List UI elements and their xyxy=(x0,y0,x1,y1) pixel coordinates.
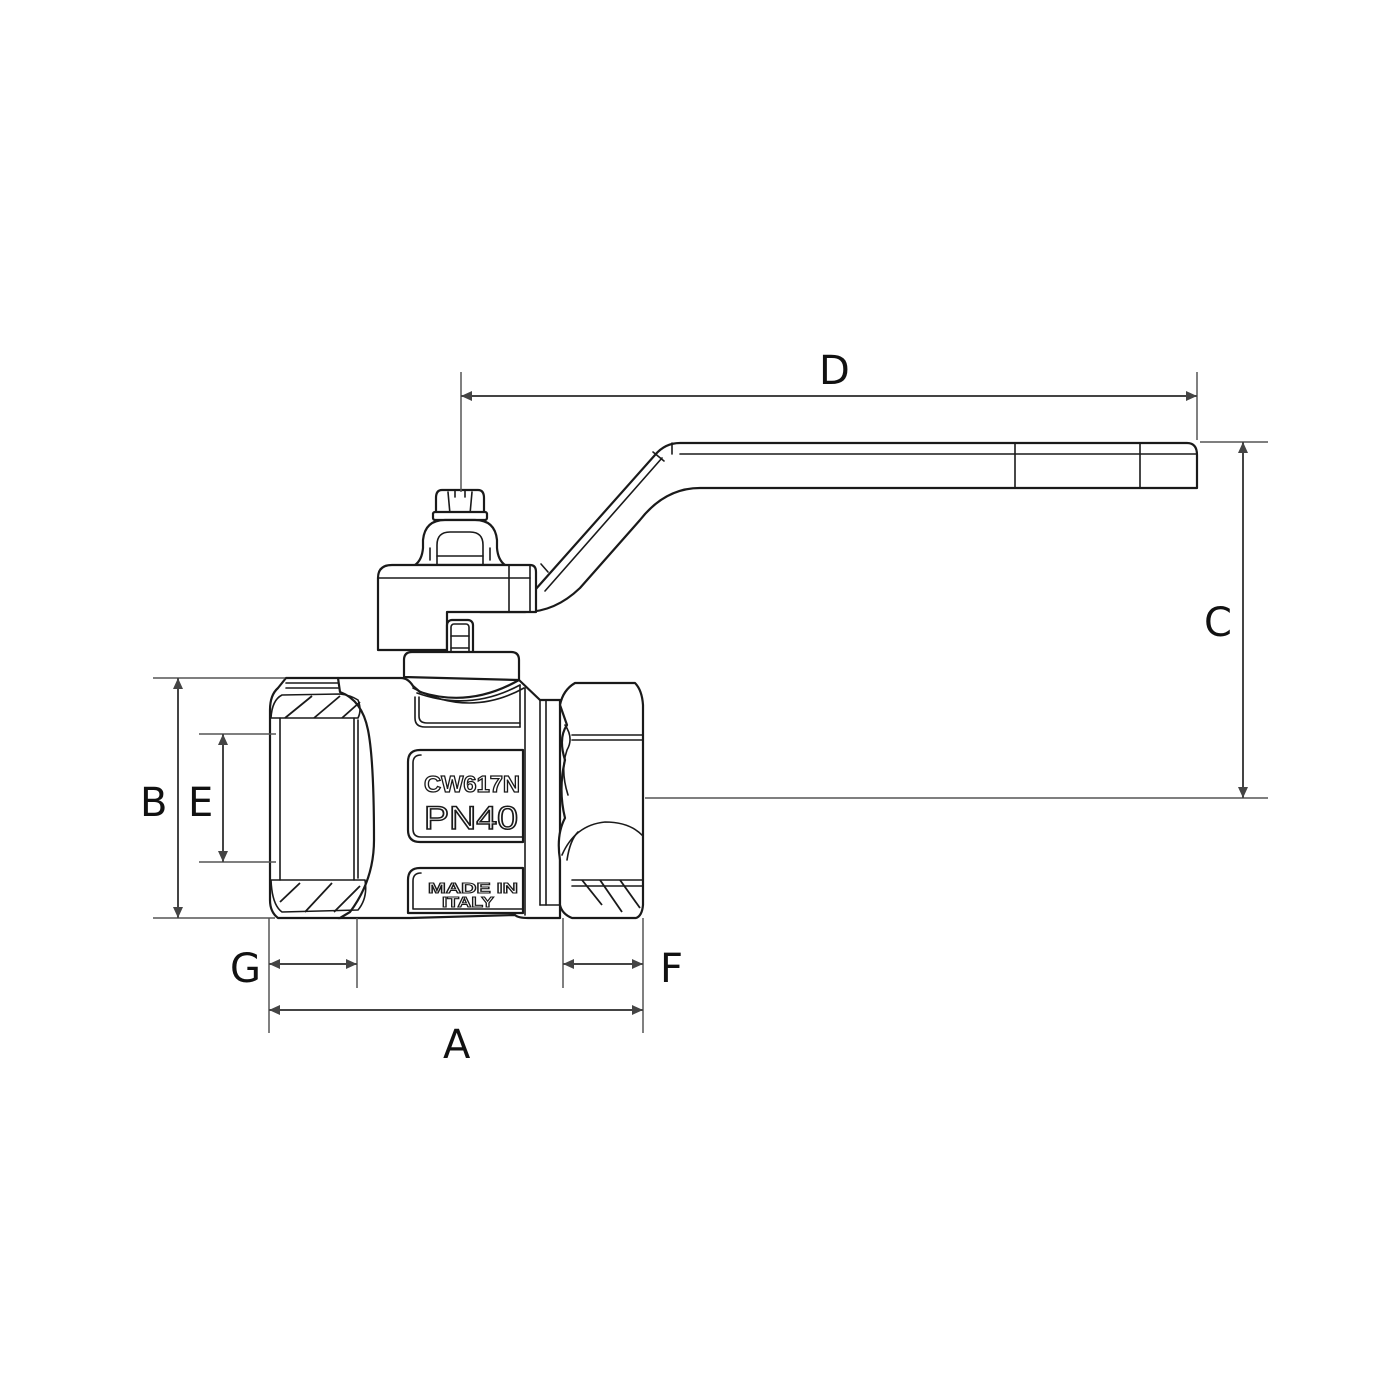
right-port xyxy=(557,681,645,920)
lever-handle xyxy=(478,441,1199,614)
dimension-f-label: F xyxy=(660,946,683,992)
dimension-f: F xyxy=(562,918,683,1033)
dimension-d: D xyxy=(460,348,1198,492)
pressure-marking: PN40 xyxy=(424,800,518,836)
dimension-a-label: A xyxy=(443,1022,471,1068)
dimension-b-label: B xyxy=(140,780,167,826)
material-marking: CW617N xyxy=(424,771,520,797)
marking-plate-origin: MADE IN ITALY xyxy=(406,866,525,915)
gland-collar xyxy=(402,650,521,682)
left-port xyxy=(268,676,376,920)
stem-nut xyxy=(413,488,507,567)
handle-boss xyxy=(376,563,538,652)
marking-plate-main: CW617N PN40 xyxy=(406,748,525,844)
dimension-c: C xyxy=(645,441,1268,799)
origin-marking-line2: ITALY xyxy=(442,894,494,911)
dimension-a: A xyxy=(269,1005,643,1068)
dimension-e-label: E xyxy=(188,780,213,826)
origin-marking-line1: MADE IN xyxy=(428,880,518,897)
dimension-g: G xyxy=(230,918,358,1033)
dimension-g-label: G xyxy=(230,946,261,992)
dimension-b: B xyxy=(140,677,285,919)
dimension-e: E xyxy=(188,733,276,863)
dimension-d-label: D xyxy=(819,348,850,394)
dimension-c-label: C xyxy=(1204,600,1232,646)
